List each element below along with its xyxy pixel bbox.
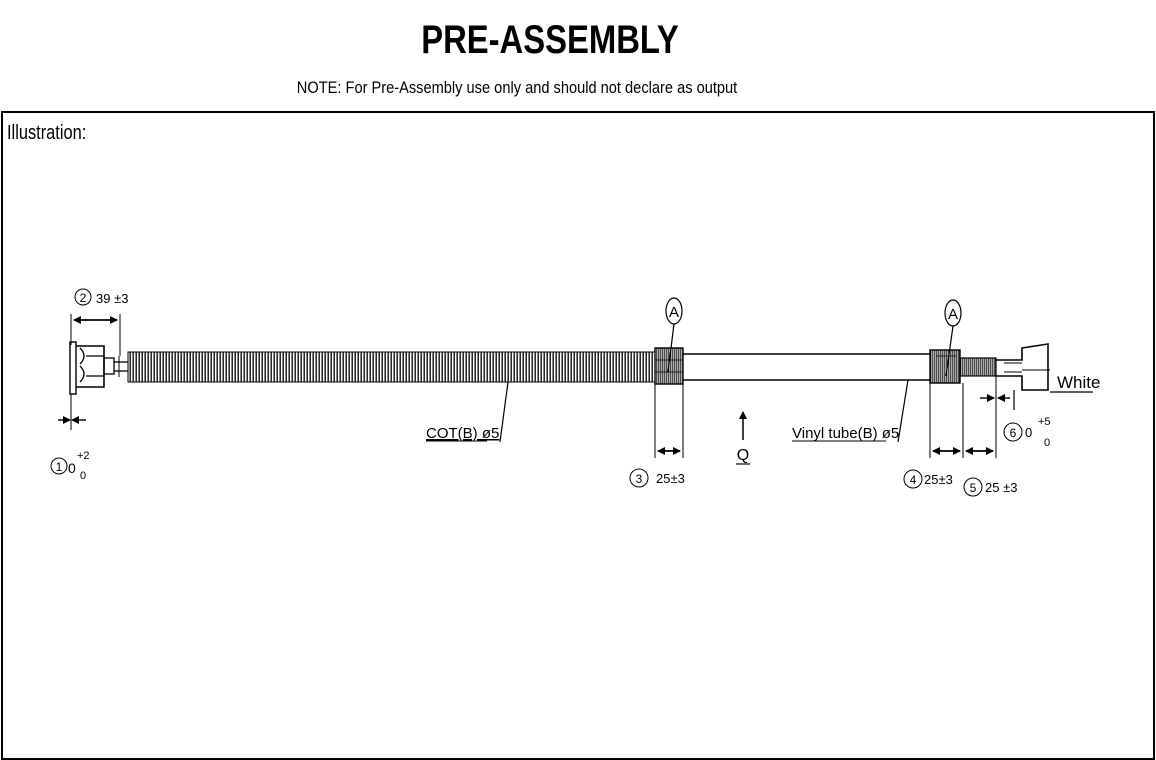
illustration-frame [1, 111, 1155, 760]
page-note: NOTE: For Pre-Assembly use only and shou… [296, 78, 738, 97]
cot-callout: COT(B) ø5 [426, 381, 509, 443]
dimension-3-value: 25±3 [656, 471, 685, 486]
dimension-6-value: 0 [1025, 425, 1032, 440]
dimension-3-number-badge [629, 468, 649, 488]
dimension-5-value: 25 ±3 [985, 480, 1017, 495]
dimension-2: 2 39 ±3 [70, 288, 128, 356]
dimension-5: 5 25 ±3 [963, 376, 1017, 497]
left-connector [69, 341, 128, 395]
dimension-6-number-badge [1003, 422, 1023, 442]
illustration-label: Illustration: [7, 122, 87, 144]
vinyl-callout: Vinyl tube(B) ø5 [792, 379, 909, 443]
vinyl-tube [683, 353, 930, 381]
section-marker-a-left-label: A [669, 304, 679, 321]
page-title: PRE-ASSEMBLY [421, 18, 679, 62]
white-label: White [1057, 373, 1100, 392]
dimension-1-tol-lower: 0 [80, 470, 86, 482]
dimension-2-number: 2 [80, 291, 87, 305]
corrugated-tube [127, 351, 657, 383]
right-connector-white [996, 343, 1050, 410]
dimension-6: 6 0 +5 0 [980, 394, 1051, 449]
dimension-4-number: 4 [910, 473, 917, 487]
dimension-4: 4 25±3 [903, 383, 964, 489]
dimension-5-number-badge [963, 477, 983, 497]
dimension-6-tol-lower: 0 [1044, 437, 1050, 449]
tape-wrap-a-right [929, 349, 961, 384]
white-callout: White [1050, 373, 1100, 393]
vinyl-label: Vinyl tube(B) ø5 [792, 425, 899, 442]
dimension-6-number: 6 [1010, 426, 1017, 440]
dimension-1-tol-upper: +2 [77, 450, 90, 462]
dimension-2-number-badge [74, 288, 92, 306]
dimension-1: 1 0 +2 0 [50, 394, 90, 482]
dimension-5-number: 5 [970, 481, 977, 495]
dimension-4-value: 25±3 [924, 472, 953, 487]
view-arrow-q: Q [736, 411, 750, 465]
dimension-4-number-badge [903, 469, 923, 489]
dimension-1-number: 1 [56, 460, 63, 474]
section-marker-a-right-label: A [948, 306, 958, 323]
cot-label: COT(B) ø5 [426, 425, 499, 442]
exposed-wire [959, 357, 997, 377]
dimension-1-number-badge [50, 457, 68, 475]
dimension-3: 3 25±3 [629, 384, 685, 488]
section-marker-a-right: A [944, 299, 962, 377]
section-marker-a-left: A [665, 297, 683, 373]
dimension-3-number: 3 [636, 472, 643, 486]
dimension-2-value: 39 ±3 [96, 291, 128, 306]
dimension-6-tol-upper: +5 [1038, 416, 1051, 428]
dimension-1-value: 0 [68, 460, 76, 476]
view-marker-q: Q [737, 447, 749, 464]
